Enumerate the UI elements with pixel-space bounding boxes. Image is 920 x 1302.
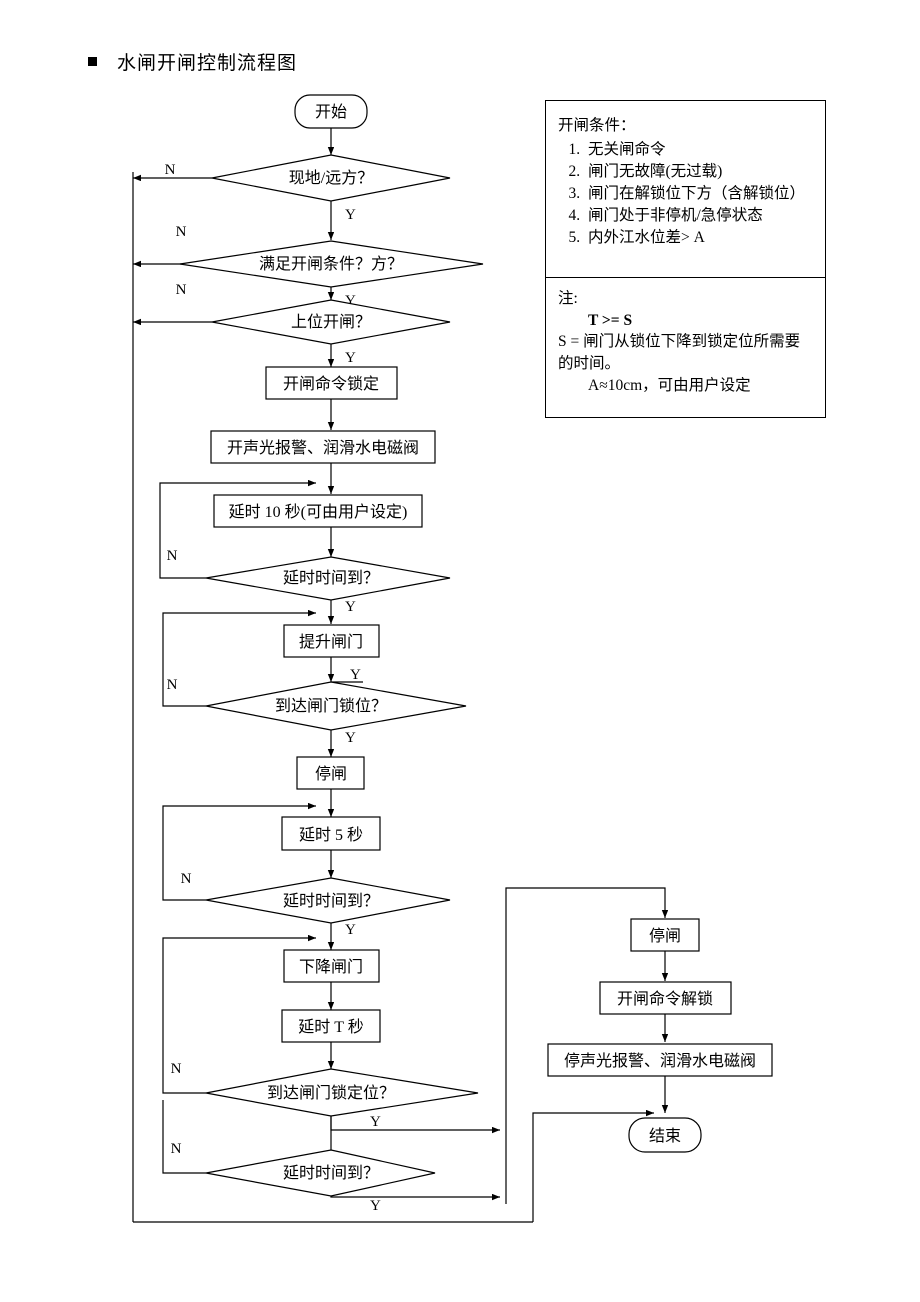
node-process-alarm-off: 停声光报警、润滑水电磁阀 bbox=[547, 1043, 773, 1077]
branch-label-yes: Y bbox=[370, 1114, 381, 1130]
node-process-delay-t: 延时 T 秒 bbox=[281, 1009, 381, 1043]
list-item: 无关闸命令 bbox=[584, 139, 815, 161]
node-process-stop-gate-1-label: 停闸 bbox=[315, 765, 347, 783]
branch-label-yes: Y bbox=[345, 207, 356, 223]
node-process-lower-gate-label: 下降闸门 bbox=[299, 958, 363, 976]
node-decision-local-remote-label: 现地/远方？ bbox=[289, 169, 373, 187]
note-line-3: A≈10cm，可由用户设定 bbox=[588, 376, 751, 394]
conditions-list: 无关闸命令 闸门无故障(无过载) 闸门在解锁位下方（含解锁位） 闸门处于非停机/… bbox=[558, 139, 815, 249]
list-item: 闸门处于非停机/急停状态 bbox=[584, 205, 815, 227]
node-decision-reach-locked-position: 到达闸门锁定位？ N Y bbox=[171, 1061, 479, 1130]
node-decision-delay-done-1-label: 延时时间到？ bbox=[283, 569, 379, 587]
square-bullet-icon bbox=[88, 57, 97, 66]
node-decision-reach-lock-position: 到达闸门锁位？ N Y Y bbox=[167, 667, 467, 746]
node-process-lock-command-label: 开闸命令锁定 bbox=[283, 375, 379, 393]
branch-label-no: N bbox=[171, 1061, 182, 1077]
note-line-1: S = 闸门从锁位下降到锁定位所需要 bbox=[558, 333, 801, 351]
node-process-stop-gate-1: 停闸 bbox=[296, 756, 365, 790]
node-process-lock-command: 开闸命令锁定 bbox=[265, 366, 398, 400]
branch-label-yes: Y bbox=[345, 599, 356, 615]
open-gate-conditions-panel: 开闸条件： 无关闸命令 闸门无故障(无过载) 闸门在解锁位下方（含解锁位） 闸门… bbox=[545, 100, 826, 278]
node-end-label: 结束 bbox=[649, 1127, 681, 1145]
node-process-alarm-on: 开声光报警、润滑水电磁阀 bbox=[210, 430, 436, 464]
node-decision-delay-done-2-label: 延时时间到？ bbox=[283, 892, 379, 910]
node-process-delay-10s: 延时 10 秒(可由用户设定) bbox=[213, 494, 423, 528]
node-decision-delay-done-2: 延时时间到？ N Y bbox=[181, 871, 451, 938]
note-formula: T >= S bbox=[588, 311, 633, 329]
branch-label-yes: Y bbox=[345, 922, 356, 938]
list-item: 闸门无故障(无过载) bbox=[584, 161, 815, 183]
node-decision-delay-done-3-label: 延时时间到？ bbox=[283, 1164, 379, 1182]
node-process-alarm-on-label: 开声光报警、润滑水电磁阀 bbox=[227, 439, 419, 457]
node-process-raise-gate-label: 提升闸门 bbox=[299, 633, 363, 651]
note-line-2: 的时间。 bbox=[558, 355, 621, 373]
branch-label-no: N bbox=[171, 1141, 182, 1157]
node-decision-local-remote: 现地/远方？ N Y bbox=[165, 154, 451, 223]
branch-label-yes: Y bbox=[345, 293, 356, 309]
node-process-alarm-off-label: 停声光报警、润滑水电磁阀 bbox=[564, 1052, 756, 1070]
node-process-delay-5s: 延时 5 秒 bbox=[281, 816, 381, 851]
conditions-heading: 开闸条件： bbox=[558, 117, 636, 134]
branch-label-yes: Y bbox=[345, 730, 356, 746]
node-start: 开始 bbox=[294, 94, 368, 129]
list-item: 内外江水位差> A bbox=[584, 227, 815, 249]
node-process-delay-5s-label: 延时 5 秒 bbox=[299, 826, 363, 844]
node-end: 结束 bbox=[628, 1117, 702, 1153]
page-title: 水闸开闸控制流程图 bbox=[88, 48, 297, 75]
node-process-delay-t-label: 延时 T 秒 bbox=[298, 1018, 364, 1036]
node-decision-conditions-met-label: 满足开闸条件？方？ bbox=[259, 255, 403, 273]
node-decision-reach-lock-position-label: 到达闸门锁位？ bbox=[275, 697, 387, 715]
node-decision-delay-done-3: 延时时间到？ N Y bbox=[171, 1141, 436, 1214]
node-decision-upper-open-label: 上位开闸？ bbox=[291, 313, 371, 331]
node-process-unlock-command: 开闸命令解锁 bbox=[599, 981, 732, 1015]
branch-label-no: N bbox=[167, 677, 178, 693]
node-decision-upper-open: 上位开闸？ N Y bbox=[176, 282, 451, 366]
branch-label-no: N bbox=[176, 282, 187, 298]
node-process-lower-gate: 下降闸门 bbox=[283, 949, 380, 983]
list-item: 闸门在解锁位下方（含解锁位） bbox=[584, 183, 815, 205]
node-process-unlock-command-label: 开闸命令解锁 bbox=[617, 990, 713, 1008]
node-decision-reach-locked-position-label: 到达闸门锁定位？ bbox=[267, 1084, 395, 1102]
branch-label-no: N bbox=[165, 162, 176, 178]
note-panel: 注: T >= S S = 闸门从锁位下降到锁定位所需要 的时间。 A≈10cm… bbox=[545, 278, 826, 418]
branch-label-no: N bbox=[176, 224, 187, 240]
branch-label-yes: Y bbox=[370, 1198, 381, 1214]
branch-label-yes: Y bbox=[345, 350, 356, 366]
node-process-raise-gate: 提升闸门 bbox=[283, 624, 380, 658]
note-heading: 注: bbox=[558, 290, 578, 307]
branch-label-no: N bbox=[167, 548, 178, 564]
node-process-delay-10s-label: 延时 10 秒(可由用户设定) bbox=[229, 503, 408, 521]
page-title-text: 水闸开闸控制流程图 bbox=[117, 53, 298, 74]
node-process-stop-gate-2: 停闸 bbox=[630, 918, 700, 952]
branch-label-yes: Y bbox=[350, 667, 361, 683]
node-decision-conditions-met: 满足开闸条件？方？ N Y bbox=[176, 224, 484, 309]
node-start-label: 开始 bbox=[315, 103, 347, 121]
node-process-stop-gate-2-label: 停闸 bbox=[649, 927, 681, 945]
branch-label-no: N bbox=[181, 871, 192, 887]
node-decision-delay-done-1: 延时时间到？ N Y bbox=[167, 548, 451, 615]
